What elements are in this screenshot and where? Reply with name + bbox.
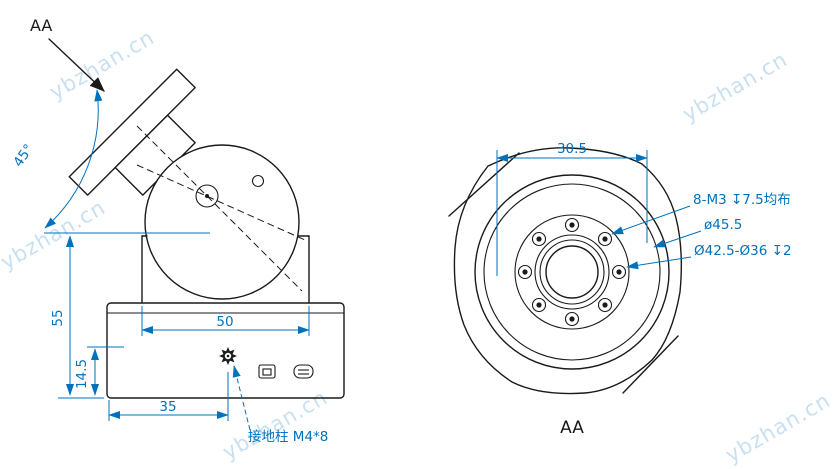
watermark-text: ybzhan.cn bbox=[46, 25, 159, 104]
base-height-dim-label: 14.5 bbox=[74, 359, 90, 389]
diameter-leader bbox=[653, 230, 702, 248]
connector-port-1 bbox=[258, 364, 276, 379]
slot-width-dim-label: 50 bbox=[216, 314, 233, 330]
bore-inner-circle bbox=[545, 245, 599, 299]
section-arrow-label: AA bbox=[30, 16, 52, 35]
bolt-holes bbox=[517, 217, 627, 327]
angle-dim-arc bbox=[44, 89, 103, 229]
gear-dot bbox=[226, 354, 230, 358]
left-view: AA bbox=[10, 16, 345, 445]
watermark-text: ybzhan.cn bbox=[679, 47, 792, 126]
bolt-hole bbox=[611, 264, 627, 280]
counterbore-leader bbox=[626, 256, 692, 270]
bolt-hole bbox=[564, 217, 580, 233]
break-line-top-left bbox=[448, 152, 520, 217]
watermark-text: ybzhan.cn bbox=[0, 195, 110, 274]
flange-circle-2 bbox=[483, 183, 661, 361]
bolt-pattern-note: 8-M3 ↧7.5均布 bbox=[693, 192, 791, 208]
base-width-dim-label: 35 bbox=[159, 399, 176, 415]
face-hole bbox=[251, 174, 265, 188]
right-view: 30.5 8-M3 ↧7.5均布 ø45.5 Ø42.5-Ø36 ↧2 AA bbox=[448, 141, 792, 438]
counterbore-inner-circle bbox=[534, 234, 610, 310]
angle-dim-label: 45° bbox=[10, 141, 37, 170]
base-box bbox=[106, 302, 345, 399]
bore-outer-circle bbox=[539, 239, 605, 305]
break-line-bottom-right bbox=[622, 335, 679, 394]
bolt-hole bbox=[564, 311, 580, 327]
section-arrow bbox=[48, 38, 105, 92]
flange-outer-circle bbox=[474, 174, 670, 370]
pivot-circle bbox=[195, 184, 219, 208]
height-dim-label: 55 bbox=[50, 309, 66, 326]
pivot-center-dot bbox=[205, 194, 209, 198]
counterbore-outer-circle bbox=[514, 214, 630, 330]
housing-circle bbox=[144, 144, 300, 300]
centerline-2 bbox=[136, 164, 306, 241]
ground-stud-label: 接地柱 M4*8 bbox=[248, 428, 328, 445]
bolt-hole bbox=[517, 264, 533, 280]
watermark-text: ybzhan.cn bbox=[722, 388, 835, 467]
bolt-hole bbox=[597, 297, 613, 313]
diameter-note: ø45.5 bbox=[704, 217, 742, 233]
bolt-pattern-leader bbox=[611, 205, 691, 235]
counterbore-note: Ø42.5-Ø36 ↧2 bbox=[694, 243, 792, 259]
centerline-45 bbox=[136, 125, 303, 292]
section-label: AA bbox=[560, 418, 584, 438]
bolt-hole bbox=[531, 231, 547, 247]
ground-stud-gear bbox=[219, 347, 237, 365]
ground-stud-leader bbox=[232, 365, 251, 431]
connector-port-2 bbox=[293, 364, 314, 379]
bolt-hole bbox=[597, 231, 613, 247]
watermark-text: ybzhan.cn bbox=[219, 385, 332, 464]
bolt-hole bbox=[531, 297, 547, 313]
width-dim-label: 30.5 bbox=[557, 141, 587, 157]
